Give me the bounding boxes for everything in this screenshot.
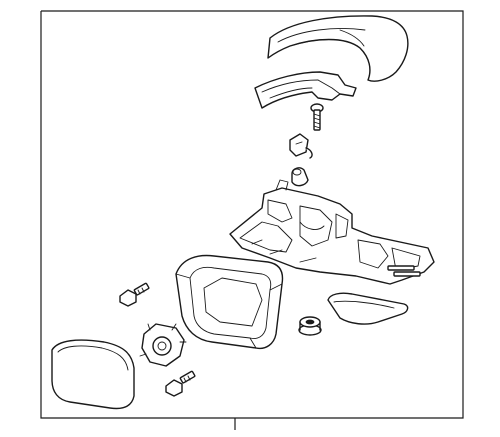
- diagram-frame: [40, 10, 464, 430]
- screw[interactable]: [310, 103, 324, 131]
- mirror-motor[interactable]: [139, 323, 187, 367]
- grommet[interactable]: [298, 316, 322, 336]
- clip[interactable]: [289, 133, 313, 159]
- bolt-upper[interactable]: [119, 282, 150, 307]
- cap-bracket[interactable]: [254, 71, 357, 109]
- mirror-cap[interactable]: [267, 15, 409, 82]
- mirror-glass[interactable]: [51, 339, 135, 410]
- bolt-lower[interactable]: [165, 370, 196, 397]
- mirror-base-housing[interactable]: [229, 179, 435, 285]
- plug[interactable]: [291, 167, 309, 187]
- mirror-frame-housing[interactable]: [175, 254, 284, 350]
- signal-lamp[interactable]: [327, 292, 409, 325]
